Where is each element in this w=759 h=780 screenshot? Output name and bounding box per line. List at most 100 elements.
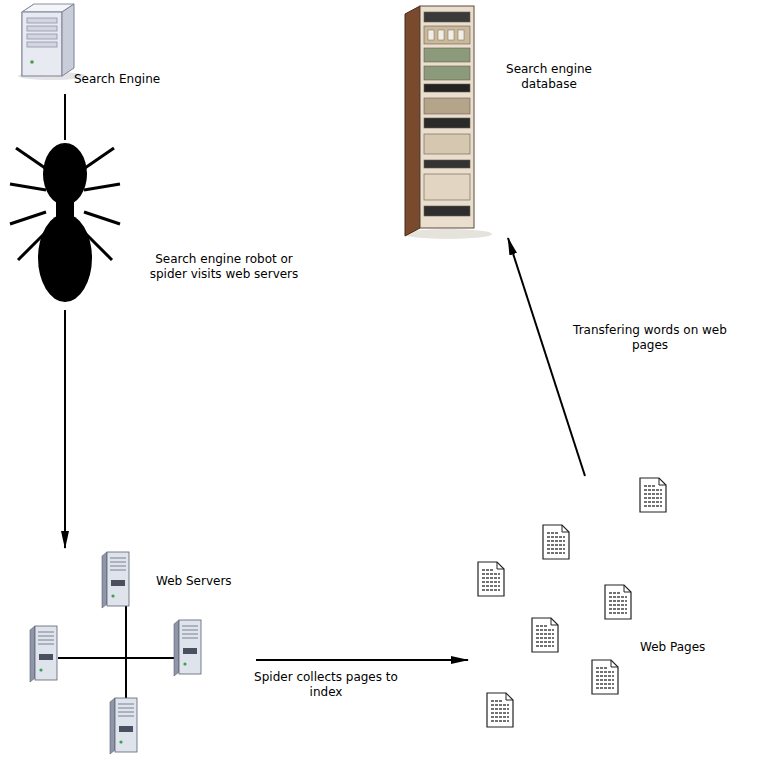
rack-switch [448,30,454,40]
spider-robot: Search engine robot or spider visits web… [8,140,310,310]
rack-front [420,6,474,228]
server-slot [38,636,54,637]
page-line [547,552,565,553]
spider-body [38,214,92,302]
server-light [111,594,114,597]
server-slot [110,570,126,571]
spider-leg [84,212,120,224]
page-sheet [487,693,513,727]
page-line [596,675,614,676]
server-slot [38,632,54,633]
page-line [644,489,662,490]
page-line [491,716,509,717]
page-line [547,540,565,541]
page-line [644,485,655,486]
page-icon [543,525,569,559]
network-wire [58,657,176,659]
page-line [536,645,554,646]
rack-switch [458,30,464,40]
connector-line [64,94,66,140]
power-light [30,60,34,64]
rack-panel [424,206,470,216]
page-line [482,573,500,574]
page-line [536,625,547,626]
shadow [404,229,492,239]
page-line [536,629,554,630]
page-icon [592,660,618,694]
server-front [179,620,201,674]
page-line [609,592,620,593]
page-sheet [592,660,618,694]
page-icon [605,585,631,619]
page-line [491,708,509,709]
page-line [609,608,627,609]
page-fold [611,660,618,667]
edge-label-holder: Transfering words on web pages [552,322,748,354]
page-line [547,536,565,537]
page-sheet [640,478,666,512]
drive-bay [27,42,57,47]
spider-leg [16,148,48,170]
connector-arrow [508,238,585,476]
node-label: Search Engine [74,72,178,87]
rack-panel [424,26,470,44]
rack-panel [424,134,470,154]
server-slot [182,638,198,639]
page-line [644,493,662,494]
server-side [30,626,35,682]
server-panel [183,648,197,654]
page-line [491,720,509,721]
web-server-group: Web Servers [24,548,256,776]
page-line [482,577,500,578]
server-slot [118,712,134,713]
page-fold [562,525,569,532]
page-line [596,687,614,688]
page-line [491,700,502,701]
page-line [644,501,662,502]
server-panel [119,726,133,732]
server-side [110,698,115,754]
page-line [482,585,500,586]
rack-panel [424,174,470,200]
page-line [547,532,558,533]
drive-bay [27,18,57,23]
page-line [547,544,565,545]
page-line [644,497,662,498]
spider-waist [56,200,74,220]
edge-label: Spider collects pages to index [246,669,406,701]
server-light [119,740,122,743]
search-engine-server: Search Engine [8,2,180,94]
server-slot [110,558,126,559]
page-icon [640,478,666,512]
server-slot [110,566,126,567]
server-icon [174,620,201,676]
spider-leg [82,148,114,170]
page-line [609,604,627,605]
node-label: Web Servers [156,574,252,589]
spider-leg [10,212,46,224]
connector-arrow [64,310,66,548]
node-label: Search engine robot or spider visits web… [140,252,308,282]
edge-label: Transfering words on web pages [552,322,748,354]
server-slot [118,708,134,709]
edge-label-holder: Spider collects pages to index [246,669,406,701]
rack-side [405,6,420,236]
server-icon [102,552,129,608]
page-line [609,600,627,601]
rack-panel [424,118,470,128]
server-front [115,698,137,752]
server-slot [110,562,126,563]
page-line [547,548,565,549]
page-line [536,633,554,634]
server-front [35,626,57,680]
page-line [596,683,614,684]
server-panel [111,580,125,586]
web-page-cluster: Web Pages [468,476,754,746]
server-front [107,552,129,606]
node-label: Web Pages [640,640,740,655]
node-label: Search engine database [490,62,608,92]
page-line [536,637,554,638]
server-slot [182,626,198,627]
